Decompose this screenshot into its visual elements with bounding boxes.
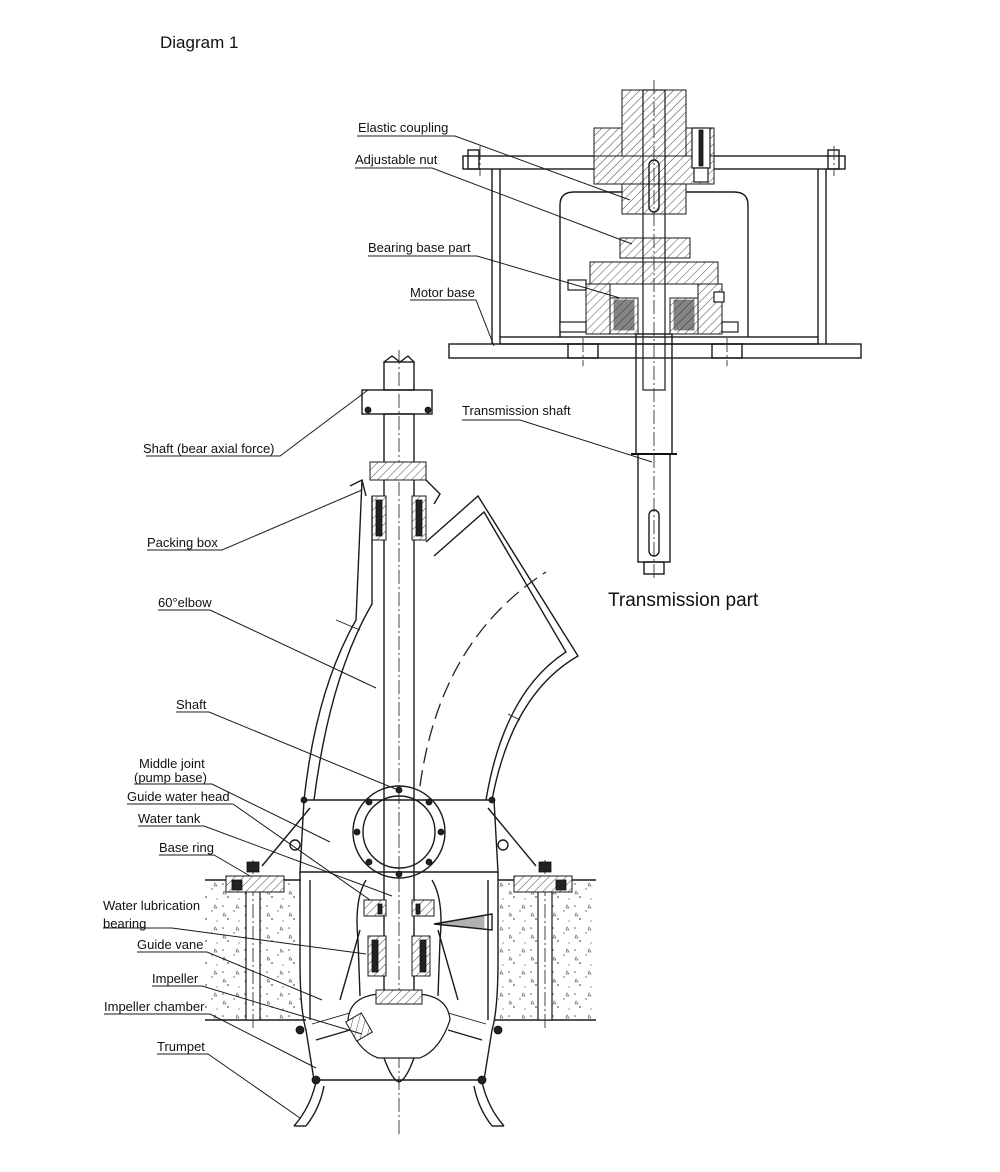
guide-water-head <box>356 879 493 997</box>
label-water-lubrication-2: bearing <box>103 916 146 931</box>
packing-box <box>349 461 441 541</box>
label-adjustable-nut: Adjustable nut <box>355 152 438 167</box>
leader-lines <box>103 135 653 1119</box>
middle-joint <box>261 785 537 879</box>
label-guide-water-head: Guide water head <box>127 789 230 804</box>
label-transmission-shaft: Transmission shaft <box>462 403 571 418</box>
label-water-tank: Water tank <box>138 811 201 826</box>
transmission-part <box>448 80 862 580</box>
label-elastic-coupling: Elastic coupling <box>358 120 448 135</box>
pump-casing <box>295 872 503 1085</box>
foundation <box>205 860 596 1030</box>
label-elbow-60: 60°elbow <box>158 595 212 610</box>
label-shaft-axial: Shaft (bear axial force) <box>143 441 275 456</box>
label-shaft: Shaft <box>176 697 207 712</box>
diagram-title: Diagram 1 <box>160 33 238 52</box>
trumpet <box>293 1081 505 1127</box>
transmission-shaft <box>631 80 677 580</box>
pump-body <box>205 350 596 1136</box>
label-bearing-base-part: Bearing base part <box>368 240 471 255</box>
base-ring <box>225 861 573 893</box>
elbow-60 <box>303 479 579 801</box>
label-middle-joint-2: (pump base) <box>134 770 207 785</box>
labels: Elastic coupling Adjustable nut Bearing … <box>103 120 571 1054</box>
label-packing-box: Packing box <box>147 535 218 550</box>
label-middle-joint-1: Middle joint <box>139 756 205 771</box>
label-base-ring: Base ring <box>159 840 214 855</box>
transmission-part-caption: Transmission part <box>608 590 759 611</box>
bearing-base-part <box>559 237 739 335</box>
water-lubrication-bearing <box>367 935 431 977</box>
label-impeller: Impeller <box>152 971 199 986</box>
label-guide-vane: Guide vane <box>137 937 204 952</box>
joint-bolts <box>353 786 445 878</box>
label-motor-base: Motor base <box>410 285 475 300</box>
impeller <box>315 989 483 1083</box>
label-impeller-chamber: Impeller chamber <box>104 999 205 1014</box>
label-trumpet: Trumpet <box>157 1039 205 1054</box>
elastic-coupling <box>593 89 715 215</box>
label-water-lubrication-1: Water lubrication <box>103 898 200 913</box>
